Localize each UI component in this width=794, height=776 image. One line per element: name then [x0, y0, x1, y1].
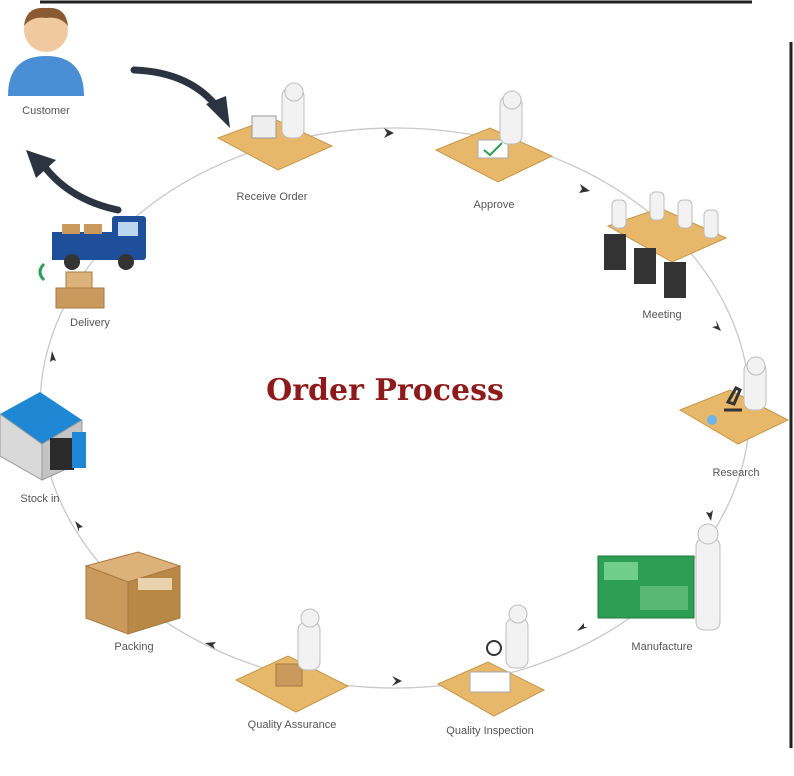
- customer-label: Customer: [22, 105, 70, 117]
- delivery-out-arrowhead-icon: [26, 150, 56, 178]
- step-label: Quality Assurance: [248, 719, 337, 731]
- person-icon: [677, 199, 693, 229]
- step-quality-inspection: Quality Inspection: [436, 604, 546, 737]
- ring-arrow-icon: [50, 351, 56, 362]
- step-label: Manufacture: [631, 641, 692, 653]
- truck-window-icon: [118, 222, 138, 236]
- customer-node: Customer: [8, 7, 84, 117]
- person-icon: [611, 199, 627, 229]
- person-icon: [703, 209, 719, 239]
- magnifier-icon: [486, 640, 502, 656]
- ring-arrow-icon: [706, 510, 713, 521]
- ring-arrow-icon: [579, 184, 590, 193]
- chair-icon: [664, 262, 686, 298]
- person-icon: [297, 621, 321, 671]
- customer-flow-arrows: [26, 66, 230, 214]
- monitor-icon: [251, 115, 277, 139]
- step-label: Stock in: [20, 493, 59, 505]
- person-icon: [695, 537, 721, 631]
- boxes-stack-icon: [65, 271, 93, 289]
- box-label-icon: [138, 578, 172, 590]
- truck-wheel-icon: [64, 254, 80, 270]
- cargo-box-icon: [62, 224, 80, 234]
- truck-cargo-icon: [52, 232, 114, 260]
- step-meeting: Meeting: [604, 191, 728, 321]
- step-stock-in: Stock in: [0, 392, 86, 505]
- step-packing: Packing: [84, 551, 182, 653]
- customer-body-icon: [8, 56, 84, 96]
- step-approve: Approve: [434, 90, 554, 211]
- step-label: Approve: [474, 199, 515, 211]
- warehouse-frame-icon: [72, 432, 86, 468]
- ring-arrow-icon: [75, 521, 83, 532]
- chair-icon: [604, 234, 626, 270]
- step-manufacture: Manufacture: [597, 523, 721, 653]
- warehouse-roof-icon: [0, 392, 82, 444]
- customer-hair-icon: [24, 7, 68, 26]
- person-icon: [649, 191, 665, 221]
- boxes-stack-icon: [55, 287, 105, 309]
- step-quality-assurance: Quality Assurance: [234, 608, 350, 731]
- person-icon: [505, 617, 529, 669]
- ring-arrowheads: [50, 128, 721, 686]
- step-receive-order: Receive Order: [216, 82, 334, 203]
- person-head-icon: [508, 604, 528, 624]
- cargo-box-icon: [84, 224, 102, 234]
- person-head-icon: [746, 356, 766, 376]
- person-head-icon: [284, 82, 304, 102]
- microscope-icon: [724, 386, 742, 412]
- product-box-icon: [275, 663, 303, 687]
- step-label: Receive Order: [237, 191, 308, 203]
- order-in-arrowhead-icon: [206, 96, 230, 128]
- ring-arrow-icon: [577, 623, 588, 631]
- diagram-title: Order Process: [266, 373, 504, 408]
- person-head-icon: [697, 523, 719, 545]
- flask-icon: [707, 415, 717, 425]
- parts-tray-icon: [469, 671, 511, 693]
- customer-head-icon: [24, 8, 68, 52]
- ring-arrow-icon: [205, 642, 216, 649]
- order-in-arrow: [130, 66, 222, 112]
- warehouse-door-icon: [50, 438, 74, 470]
- ring-arrow-icon: [392, 676, 402, 686]
- person-head-icon: [300, 608, 320, 628]
- step-label: Research: [712, 467, 759, 479]
- truck-wheel-icon: [118, 254, 134, 270]
- step-label: Meeting: [642, 309, 681, 321]
- machine-panel-icon: [640, 586, 688, 610]
- chair-icon: [634, 248, 656, 284]
- ring-arrow-icon: [712, 320, 721, 331]
- step-research: Research: [678, 356, 790, 479]
- ring-arrow-icon: [384, 128, 394, 138]
- delivery-out-arrow: [40, 162, 122, 214]
- desk-icon: [678, 389, 790, 445]
- step-label: Quality Inspection: [446, 725, 533, 737]
- machine-panel-icon: [604, 562, 638, 580]
- checkmark-icon: [483, 142, 503, 157]
- person-head-icon: [502, 90, 522, 110]
- step-label: Packing: [114, 641, 153, 653]
- step-delivery: Delivery: [38, 216, 146, 329]
- cycle-arrow-icon: [38, 262, 46, 282]
- step-label: Delivery: [70, 317, 110, 329]
